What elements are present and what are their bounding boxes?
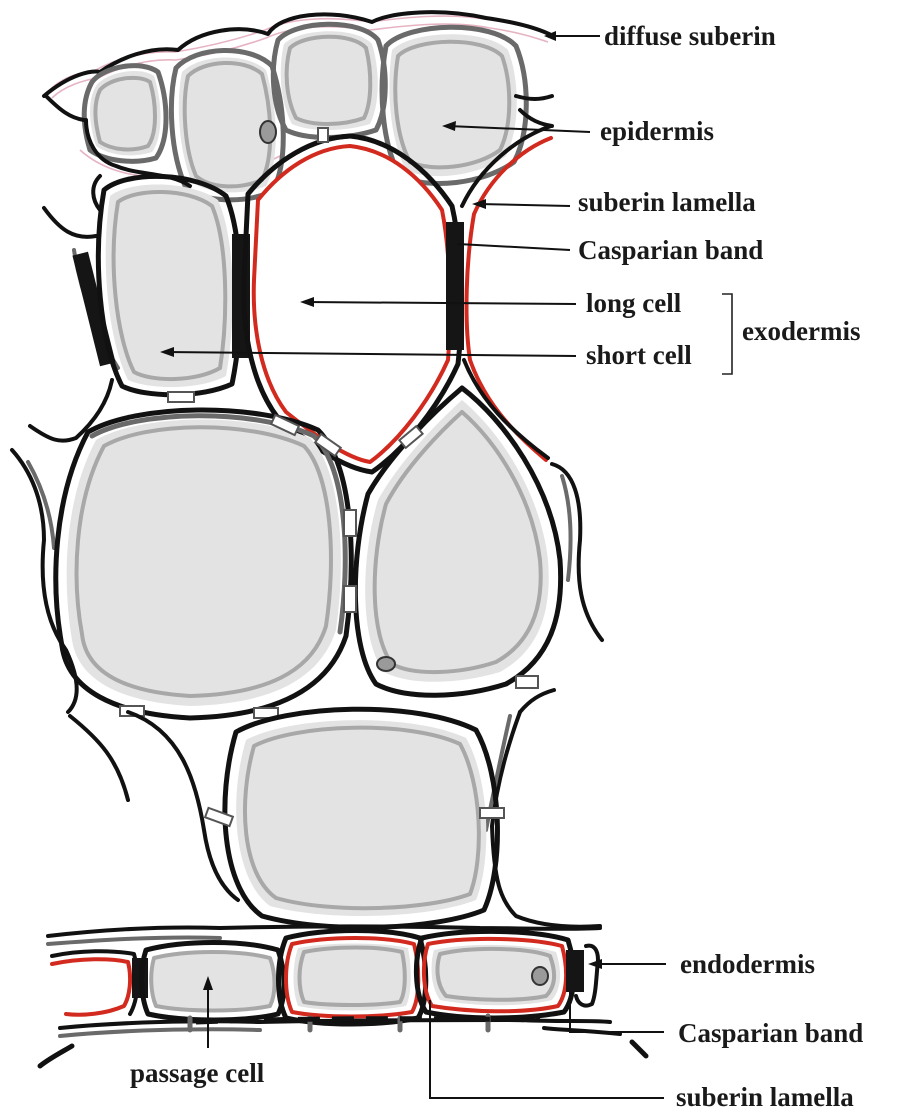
casparian-band-right bbox=[446, 222, 464, 350]
pit-connection bbox=[318, 128, 328, 142]
label-casparian-band-bottom: Casparian band bbox=[678, 1018, 863, 1048]
nucleus bbox=[532, 967, 548, 985]
label-suberin-lamella-top: suberin lamella bbox=[578, 187, 756, 217]
suberin-lamella-exodermis bbox=[467, 138, 551, 460]
nucleus bbox=[377, 657, 395, 671]
pit-connection bbox=[516, 676, 538, 688]
label-casparian-band-top: Casparian band bbox=[578, 235, 763, 265]
pit-connection bbox=[344, 586, 356, 612]
pit-connection bbox=[480, 808, 504, 818]
label-passage-cell: passage cell bbox=[130, 1058, 265, 1088]
exodermis-bracket bbox=[722, 294, 732, 374]
inner-cortex-layer bbox=[70, 709, 600, 927]
cortex-layer bbox=[12, 388, 602, 718]
label-short-cell: short cell bbox=[586, 340, 692, 370]
label-endodermis: endodermis bbox=[680, 949, 815, 979]
endodermis-layer bbox=[40, 927, 646, 1067]
pit-connection bbox=[344, 510, 356, 536]
nucleus bbox=[260, 121, 276, 143]
label-diffuse-suberin: diffuse suberin bbox=[604, 21, 776, 51]
pit-connection bbox=[205, 808, 233, 826]
label-suberin-lamella-bottom: suberin lamella bbox=[676, 1082, 854, 1112]
label-epidermis: epidermis bbox=[600, 116, 714, 146]
casparian-band-endodermis-right bbox=[566, 950, 584, 992]
label-exodermis: exodermis bbox=[742, 316, 860, 346]
label-long-cell: long cell bbox=[586, 288, 682, 318]
pit-connection bbox=[168, 392, 194, 402]
